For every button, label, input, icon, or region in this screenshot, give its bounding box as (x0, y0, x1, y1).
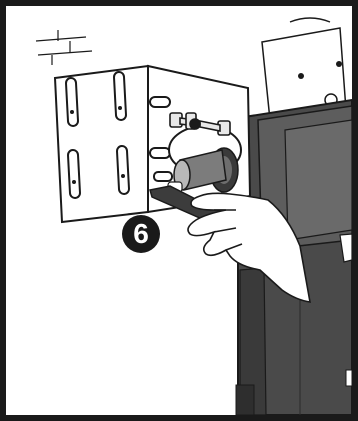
step-number-badge: 6 (122, 215, 160, 253)
bolt-icon (169, 112, 231, 136)
motor-shaft (167, 149, 227, 194)
hand-icon (187, 192, 311, 303)
installation-illustration (35, 17, 352, 415)
brick-wall-icon (35, 30, 93, 65)
bracket-slots (65, 71, 130, 199)
